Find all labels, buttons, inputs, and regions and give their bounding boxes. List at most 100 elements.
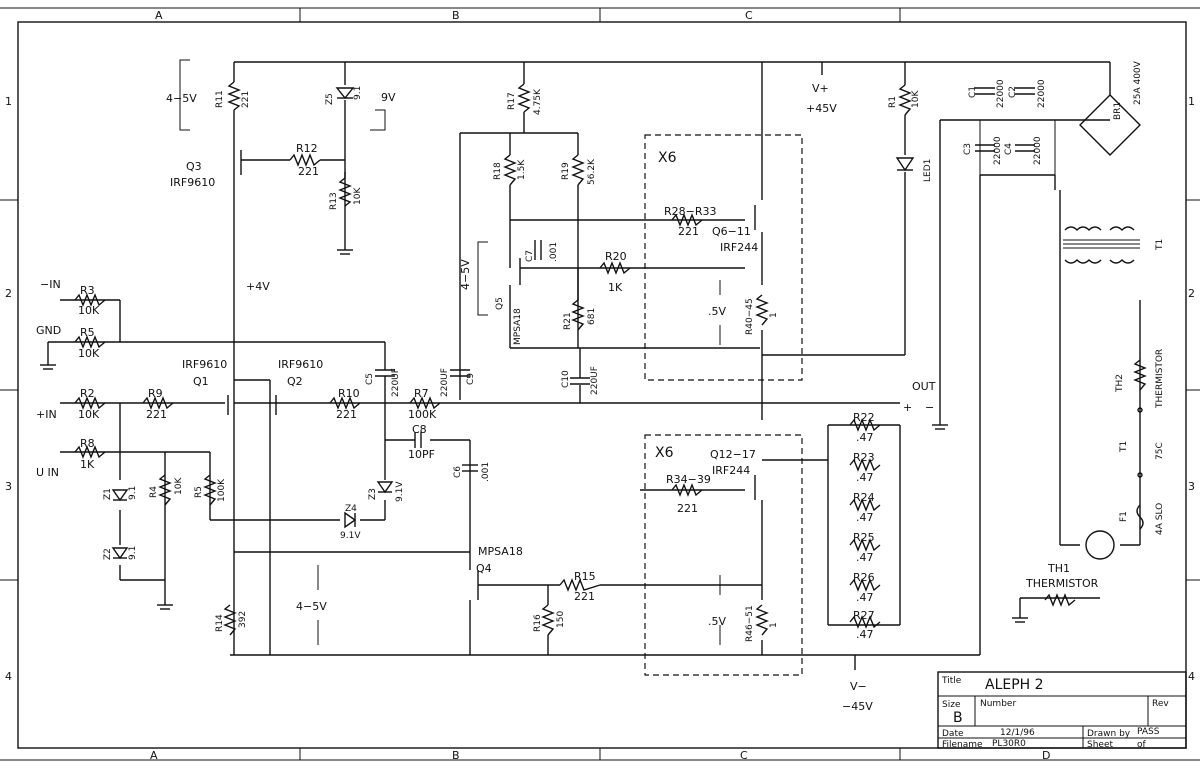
r24-name: R24 <box>853 491 875 504</box>
r20-value: 1K <box>608 281 623 294</box>
row-label-2: 2 <box>5 287 12 300</box>
th2-label: THERMISTOR <box>1155 349 1165 409</box>
q5-part: MPSA18 <box>513 308 523 345</box>
q4-name: Q4 <box>476 562 492 575</box>
sheet-border: A B C A B C D 1 2 3 4 1 2 3 4 <box>0 7 1200 762</box>
r9-name: R9 <box>148 387 163 400</box>
c5-value: 220UF <box>391 368 401 397</box>
resistor-r11-symbol <box>227 81 241 111</box>
r17-name: R17 <box>507 92 517 110</box>
resistor-r14-symbol <box>223 604 237 636</box>
r16-name: R16 <box>533 614 543 632</box>
c3-value: 22000 <box>993 136 1003 165</box>
led1-symbol <box>895 157 915 172</box>
r18-name: R18 <box>493 162 503 180</box>
col-label-a: A <box>155 9 163 22</box>
resistor-r4-symbol <box>158 474 172 506</box>
out-minus-sign: − <box>925 401 934 414</box>
col-label-d-bottom: D <box>1042 749 1050 762</box>
q12-part: IRF244 <box>712 464 750 477</box>
resistor-r27-symbol <box>849 615 881 629</box>
symbols <box>40 87 1144 623</box>
c2-value: 22000 <box>1037 79 1047 108</box>
title-value: ALEPH 2 <box>985 677 1044 693</box>
c10-value: 220UF <box>590 366 600 395</box>
r22-value: .47 <box>856 431 874 444</box>
r7-value: 100K <box>408 408 437 421</box>
rev-label: Rev <box>1152 699 1169 709</box>
resistor-r22-symbol <box>849 418 881 432</box>
r10-value: 221 <box>336 408 357 421</box>
r7-name: R7 <box>414 387 429 400</box>
f1-value: 4A SLO <box>1155 503 1165 535</box>
zener-z5-symbol <box>335 87 355 100</box>
title-block: Title ALEPH 2 Size B Number Rev Date 12/… <box>937 671 1187 750</box>
r40-name: R40−45 <box>745 298 755 335</box>
br1-name: BR1 <box>1113 102 1123 120</box>
z5-value: 9.1 <box>353 86 363 100</box>
row-label-3-right: 3 <box>1188 480 1195 493</box>
r28-name: R28−R33 <box>664 205 717 218</box>
out-plus-sign: + <box>903 401 912 414</box>
r2-name: R2 <box>80 387 95 400</box>
r28-value: 221 <box>678 225 699 238</box>
thermal-switch-symbol <box>1137 407 1143 413</box>
c8-value: 10PF <box>408 448 435 461</box>
r13-value: 10K <box>353 187 363 205</box>
col-label-c: C <box>745 9 753 22</box>
r26-value: .47 <box>856 591 874 604</box>
resistor-r46-symbol <box>755 604 769 636</box>
q6-name: Q6−11 <box>712 225 751 238</box>
t1-switch-name: T1 <box>1119 441 1129 453</box>
filename-value: PL30R0 <box>992 739 1026 749</box>
resistor-r13-symbol <box>338 177 352 207</box>
resistor-r20-symbol <box>599 261 631 275</box>
r11-name: R11 <box>215 90 225 108</box>
resistor-r16-symbol <box>541 604 555 636</box>
q1-name: Q1 <box>193 375 209 388</box>
r20-name: R20 <box>605 250 627 263</box>
resistor-r9-symbol <box>142 396 174 410</box>
r14-value: 392 <box>238 611 248 628</box>
r10-name: R10 <box>338 387 360 400</box>
vminus-label: V− <box>850 680 867 693</box>
q6-part: IRF244 <box>720 241 758 254</box>
c3-name: C3 <box>963 143 973 155</box>
br1-value: 25A 400V <box>1133 60 1143 105</box>
r23-name: R23 <box>853 451 875 464</box>
plus-4v-label: +4V <box>246 280 270 293</box>
z4-name: Z4 <box>345 504 357 514</box>
row-label-1: 1 <box>5 95 12 108</box>
zener-z1-symbol <box>111 489 129 502</box>
r2-value: 10K <box>78 408 100 421</box>
r5b-name: R5 <box>194 486 204 498</box>
sheet-label: Sheet <box>1087 740 1113 750</box>
date-label: Date <box>942 729 964 739</box>
resistor-r10-symbol <box>329 396 361 410</box>
r19-value: 56.2K <box>587 158 597 185</box>
size-label: Size <box>942 700 961 710</box>
minus-in-label: −IN <box>40 278 61 291</box>
r17-value: 4.75K <box>533 88 543 115</box>
row-label-4: 4 <box>5 670 12 683</box>
q5-name: Q5 <box>495 297 505 310</box>
z1-value: 9.1 <box>128 486 138 500</box>
q1-part: IRF9610 <box>182 358 227 371</box>
resistor-r7-symbol <box>409 396 441 410</box>
r8-value: 1K <box>80 458 95 471</box>
r25-name: R25 <box>853 531 875 544</box>
z1-name: Z1 <box>103 488 113 500</box>
r5a-name: R5 <box>80 326 95 339</box>
zener-z3-symbol <box>376 481 394 494</box>
c1-name: C1 <box>968 86 978 98</box>
vminus-value: −45V <box>842 700 873 713</box>
resistor-r3-symbol <box>74 293 106 307</box>
r3-value: 10K <box>78 304 100 317</box>
drawn-by-label: Drawn by <box>1087 729 1131 739</box>
component-labels: R11 221 Z5 9.1 Q3 IRF9610 R12 221 R13 10… <box>78 60 1165 642</box>
t1-name: T1 <box>1155 239 1165 251</box>
q3-part: IRF9610 <box>170 176 215 189</box>
r1-value: 10K <box>911 90 921 108</box>
resistor-r5-symbol <box>74 335 106 349</box>
